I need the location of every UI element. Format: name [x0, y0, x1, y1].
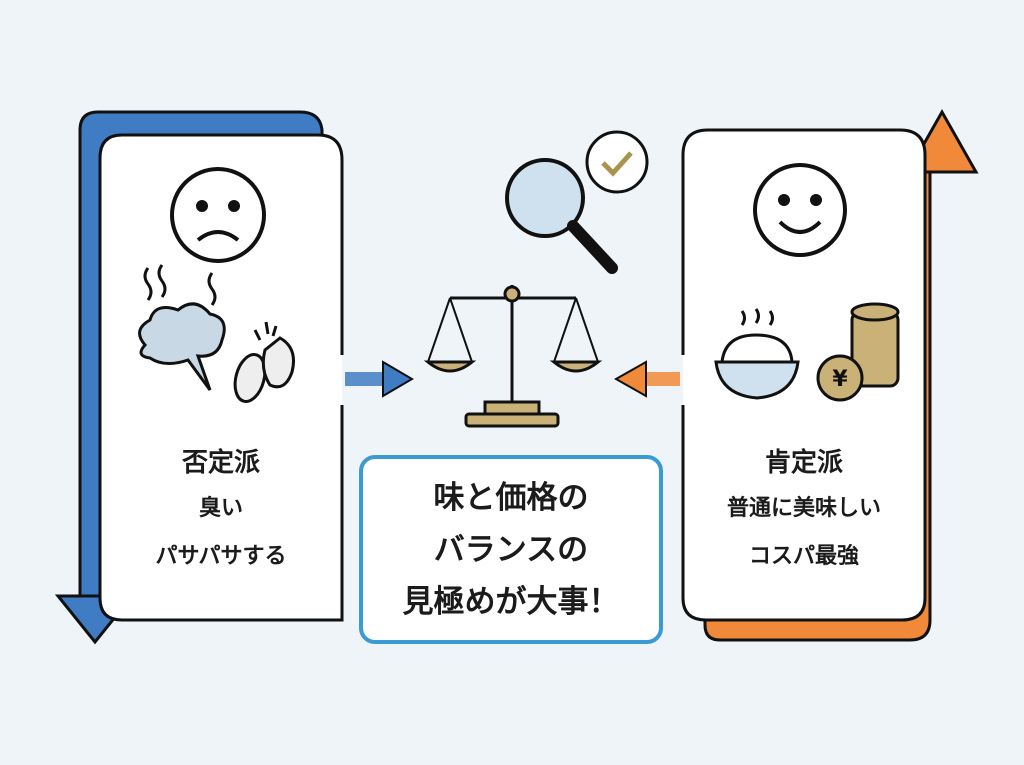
smell-cloud-icon — [138, 264, 226, 391]
sad-face-icon — [170, 167, 266, 263]
coins-icon — [816, 302, 900, 402]
conclusion-text: 味と価格の バランスの 見極めが大事！ — [361, 472, 661, 628]
rice-bowl-icon — [714, 308, 800, 400]
positive-point: コスパ最強 — [748, 544, 859, 569]
conclusion-box — [359, 455, 663, 644]
check-icon — [585, 130, 649, 194]
conclusion-line: 味と価格の — [433, 480, 589, 516]
negative-card — [98, 133, 344, 622]
negative-point: パサパサする — [155, 544, 287, 569]
positive-to-scale-arrow — [613, 360, 680, 398]
positive-card — [681, 128, 927, 622]
smile-face-icon — [753, 163, 847, 257]
positive-point: 普通に美味しい — [726, 496, 881, 521]
yen-symbol: ¥ — [832, 367, 848, 392]
negative-to-scale-arrow — [345, 360, 414, 398]
dry-rice-icon — [233, 321, 295, 403]
balance-scale-icon — [423, 285, 603, 428]
magnifier-icon — [505, 158, 618, 274]
negative-title: 否定派 — [181, 448, 260, 478]
negative-point: 臭い — [198, 496, 243, 521]
conclusion-line: 見極めが大事！ — [402, 584, 620, 620]
positive-title: 肯定派 — [764, 448, 843, 478]
conclusion-line: バランスの — [433, 532, 589, 568]
